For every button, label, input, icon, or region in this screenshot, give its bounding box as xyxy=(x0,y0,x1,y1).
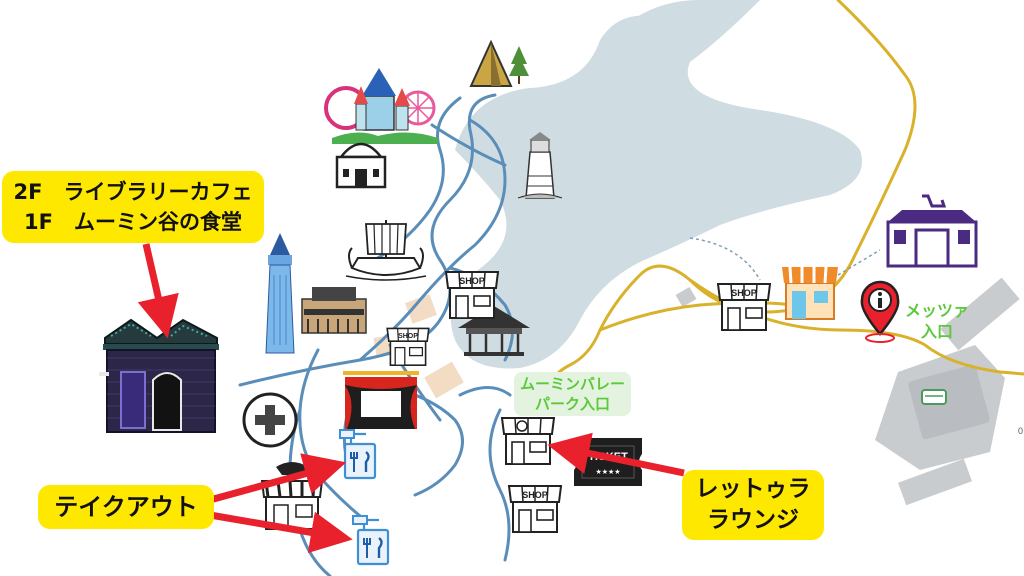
bus-icon xyxy=(921,389,947,405)
takeout-food-icon xyxy=(338,428,377,480)
first-aid-icon xyxy=(242,392,298,448)
callout-lettura-lounge: レットゥラ ラウンジ xyxy=(682,470,824,540)
supermarket-icon xyxy=(886,194,978,268)
theater-icon xyxy=(343,371,419,429)
restaurant-icon xyxy=(501,417,555,465)
dotted-connectors xyxy=(689,237,881,281)
edge-mark: 0 xyxy=(1018,426,1023,436)
shop-sign: SHOP xyxy=(522,490,548,500)
shop-icon: SHOP xyxy=(386,327,430,367)
museum-building-icon xyxy=(301,287,367,334)
callout-lettura-line1: レットゥラ xyxy=(695,476,811,502)
entrance-label-metsa: メッツァ 入口 xyxy=(905,300,969,342)
entrance-moomin-line1: ムーミンバレー xyxy=(520,375,626,393)
callout-library-cafe-line2: 1F ムーミン谷の食堂 xyxy=(24,210,242,234)
shop-sign: SHOP xyxy=(398,333,418,340)
buildings-right xyxy=(675,277,1020,506)
arrow-icon xyxy=(209,453,347,504)
restaurant-building-icon xyxy=(99,318,219,433)
callout-lettura-line2: ラウンジ xyxy=(707,507,799,533)
entrance-metsa-line1: メッツァ xyxy=(905,301,970,320)
lake xyxy=(450,15,862,369)
shop-sign: SHOP xyxy=(459,276,485,286)
cafe-store-icon xyxy=(782,266,838,320)
viking-ship-icon xyxy=(345,220,427,281)
entrance-label-moomin-valley: ムーミンバレー パーク入口 xyxy=(514,372,632,416)
callout-library-cafe: 2F ライブラリーカフェ 1F ムーミン谷の食堂 xyxy=(2,171,264,243)
arrow-icon xyxy=(137,243,179,339)
lighthouse-icon xyxy=(517,132,563,199)
camping-tent-icon xyxy=(469,39,529,87)
info-pin-icon xyxy=(860,280,900,343)
observatory-icon xyxy=(335,142,387,189)
takeout-food-icon xyxy=(351,514,390,566)
callout-takeout-text: テイクアウト xyxy=(54,493,198,521)
shop-sign: SHOP xyxy=(731,288,757,298)
arrow-icon xyxy=(209,511,353,554)
galata-tower-icon xyxy=(265,233,295,354)
shop-icon: SHOP xyxy=(508,485,562,533)
entrance-metsa-line2: 入口 xyxy=(921,322,954,341)
shop-icon: SHOP xyxy=(445,271,499,319)
arrow-icon xyxy=(547,432,685,477)
entrance-moomin-line2: パーク入口 xyxy=(535,395,611,413)
ticket-stars: ★★★★ xyxy=(595,468,620,476)
callout-library-cafe-line1: 2F ライブラリーカフェ xyxy=(13,180,253,204)
lake-upper-lobe xyxy=(580,0,760,86)
amusement-park-icon xyxy=(324,68,438,144)
shop-icon: SHOP xyxy=(717,283,771,331)
callout-takeout: テイクアウト xyxy=(38,485,214,529)
